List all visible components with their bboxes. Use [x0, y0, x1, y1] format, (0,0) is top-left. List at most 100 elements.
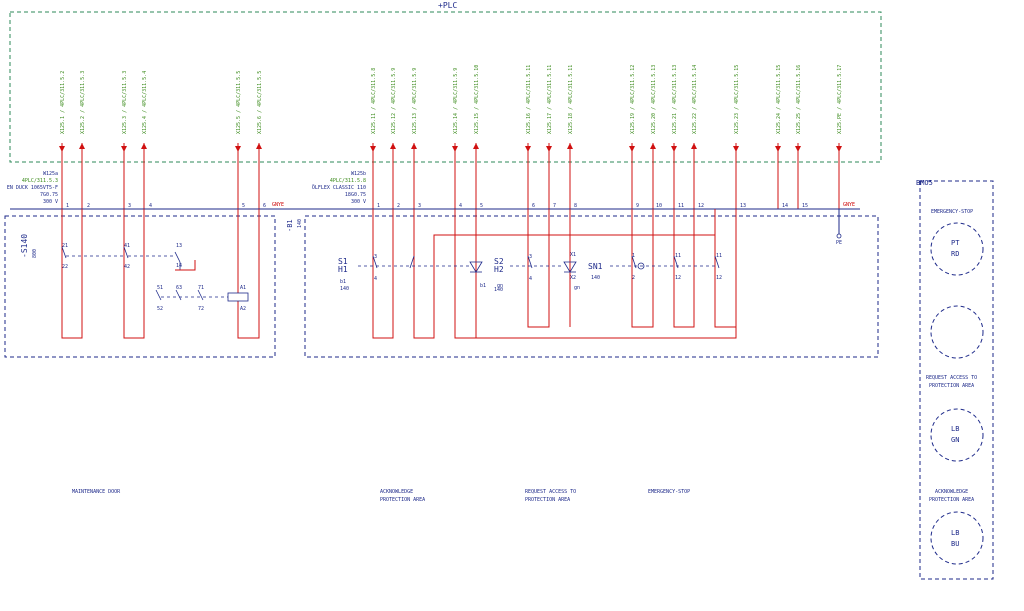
svg-text:300 V: 300 V [351, 199, 366, 205]
core-number: 3 [128, 203, 131, 209]
core-number: 9 [636, 203, 639, 209]
plc-terminal-label: X125.2 / 4PLC/311.5.3 [80, 71, 86, 134]
arrow-up-icon [390, 143, 396, 149]
cable-a-label: W125a 4PLC/311.5.3 EN DUCK 1065VT5-F 7G0… [7, 171, 58, 205]
panel-item-emergency-stop-label: EMERGENCY-STOP [931, 209, 973, 215]
operator-station-contacts [358, 255, 720, 273]
svg-text:LB: LB [951, 425, 959, 433]
core-number: 2 [87, 203, 90, 209]
device-b1-num: 140 [297, 219, 303, 228]
plc-terminal: X125.4 / 4PLC/311.5.4 [141, 71, 148, 209]
plc-terminal-label: X125.14 / 4PLC/311.5.9 [453, 68, 459, 134]
core-number: 1 [66, 203, 69, 209]
svg-text:LB: LB [951, 529, 959, 537]
section-title-request-access-2: PROTECTION AREA [525, 497, 570, 503]
plc-terminal: X125.23 / 4PLC/311.5.15 [733, 65, 740, 209]
plc-terminal: X125.18 / 4PLC/311.5.11 [567, 65, 574, 209]
section-title-request-access: REQUEST ACCESS TO [525, 489, 576, 495]
plc-terminal: X125.13 / 4PLC/311.5.9 [411, 68, 418, 209]
svg-text:SN1: SN1 [588, 262, 603, 271]
maintenance-door-frame [4, 215, 276, 358]
svg-text:PROTECTION AREA: PROTECTION AREA [929, 497, 974, 503]
pe-label: PE [836, 240, 842, 246]
svg-text:PT: PT [951, 239, 960, 247]
svg-text:13: 13 [176, 243, 182, 249]
section-title-acknowledge: ACKNOWLEDGE [380, 489, 413, 495]
core-number: 7 [553, 203, 556, 209]
plc-terminal-label: X125.4 / 4PLC/311.5.4 [142, 71, 148, 134]
maintenance-door-contact-labels: 21 22 41 42 13 14 51 52 63 71 72 A1 A2 [62, 243, 246, 312]
arrow-down-icon [546, 146, 552, 152]
plc-terminal: X125.3 / 4PLC/311.5.3 [121, 71, 128, 209]
plc-terminals: X125.1 / 4PLC/311.5.2 X125.2 / 4PLC/311.5… [59, 65, 843, 209]
svg-text:H2: H2 [494, 265, 504, 274]
svg-text:41: 41 [124, 243, 130, 249]
plc-terminal-label: X125.20 / 4PLC/311.5.13 [651, 65, 657, 134]
plc-terminal-label: X125.25 / 4PLC/311.5.16 [796, 65, 802, 134]
core-number: 13 [740, 203, 746, 209]
arrow-down-icon [452, 146, 458, 152]
svg-text:4: 4 [374, 276, 377, 282]
plc-terminal-label: X125.3 / 4PLC/311.5.3 [122, 71, 128, 134]
svg-text:S2: S2 [494, 257, 504, 266]
section-titles: MAINTENANCE DOOR ACKNOWLEDGE PROTECTION … [72, 489, 690, 503]
svg-text:300 V: 300 V [43, 199, 58, 205]
core-number: 6 [263, 203, 266, 209]
core-number: 4 [459, 203, 462, 209]
core-number: 14 [782, 203, 788, 209]
svg-text:4: 4 [529, 276, 532, 282]
core-number: 6 [532, 203, 535, 209]
svg-text:PROTECTION AREA: PROTECTION AREA [929, 383, 974, 389]
arrow-down-icon [370, 146, 376, 152]
plc-terminal: X125.17 / 4PLC/311.5.11 [546, 65, 553, 209]
arrow-up-icon [567, 143, 573, 149]
panel-button-acknowledge [930, 511, 984, 565]
svg-text:A2: A2 [240, 306, 246, 312]
gnye-label-a: GNYE [272, 202, 284, 208]
section-title-acknowledge-2: PROTECTION AREA [380, 497, 425, 503]
arrow-down-icon [671, 146, 677, 152]
core-number: 15 [802, 203, 808, 209]
plc-terminal-label: X125.19 / 4PLC/311.5.12 [630, 65, 636, 134]
svg-text:ÖLFLEX CLASSIC 110: ÖLFLEX CLASSIC 110 [312, 184, 366, 191]
plc-terminal: X125.14 / 4PLC/311.5.9 [452, 68, 459, 209]
core-number: 11 [678, 203, 684, 209]
svg-text:52: 52 [157, 306, 163, 312]
panel-button-emergency-stop [930, 222, 984, 276]
maintenance-door-contacts [61, 246, 249, 302]
operator-station-labels: S1 H1 b1 140 3 4 b1 gn S2 H2 140 3 4 X1 … [338, 252, 722, 293]
svg-text:gn: gn [574, 285, 580, 291]
operator-station-wiring [372, 209, 737, 339]
arrow-up-icon [79, 143, 85, 149]
arrow-up-icon [691, 143, 697, 149]
arrow-down-icon [235, 146, 241, 152]
svg-text:140: 140 [494, 287, 503, 293]
plc-terminal-label: X125.15 / 4PLC/311.5.10 [474, 65, 480, 134]
plc-terminal: X125.21 / 4PLC/311.5.13 [671, 65, 678, 209]
maintenance-door-wiring [61, 209, 260, 339]
core-number: 3 [418, 203, 421, 209]
panel-title: BMO5 [916, 179, 933, 187]
svg-text:EN DUCK 1065VT5-F: EN DUCK 1065VT5-F [7, 185, 58, 191]
svg-text:18G0.75: 18G0.75 [345, 192, 366, 198]
plc-terminal: X125.22 / 4PLC/311.5.14 [691, 65, 698, 209]
arrow-down-icon [629, 146, 635, 152]
arrow-down-icon [733, 146, 739, 152]
plc-terminal: X125.20 / 4PLC/311.5.13 [650, 65, 657, 209]
svg-text:21: 21 [62, 243, 68, 249]
svg-text:W125a: W125a [43, 171, 58, 177]
svg-text:42: 42 [124, 264, 130, 270]
svg-text:71: 71 [198, 285, 204, 291]
svg-text:14: 14 [176, 263, 182, 269]
svg-text:22: 22 [62, 264, 68, 270]
plc-terminal-label: X125.23 / 4PLC/311.5.15 [734, 65, 740, 134]
core-number: 1 [377, 203, 380, 209]
svg-text:140: 140 [591, 275, 600, 281]
svg-text:X1: X1 [570, 252, 576, 258]
arrow-down-icon [525, 146, 531, 152]
arrow-up-icon [411, 143, 417, 149]
plc-terminal: X125.15 / 4PLC/311.5.10 [473, 65, 480, 209]
arrow-up-icon [650, 143, 656, 149]
plc-terminal: X125.1 / 4PLC/311.5.2 [59, 71, 66, 209]
plc-terminal: X125.2 / 4PLC/311.5.3 [79, 71, 86, 209]
